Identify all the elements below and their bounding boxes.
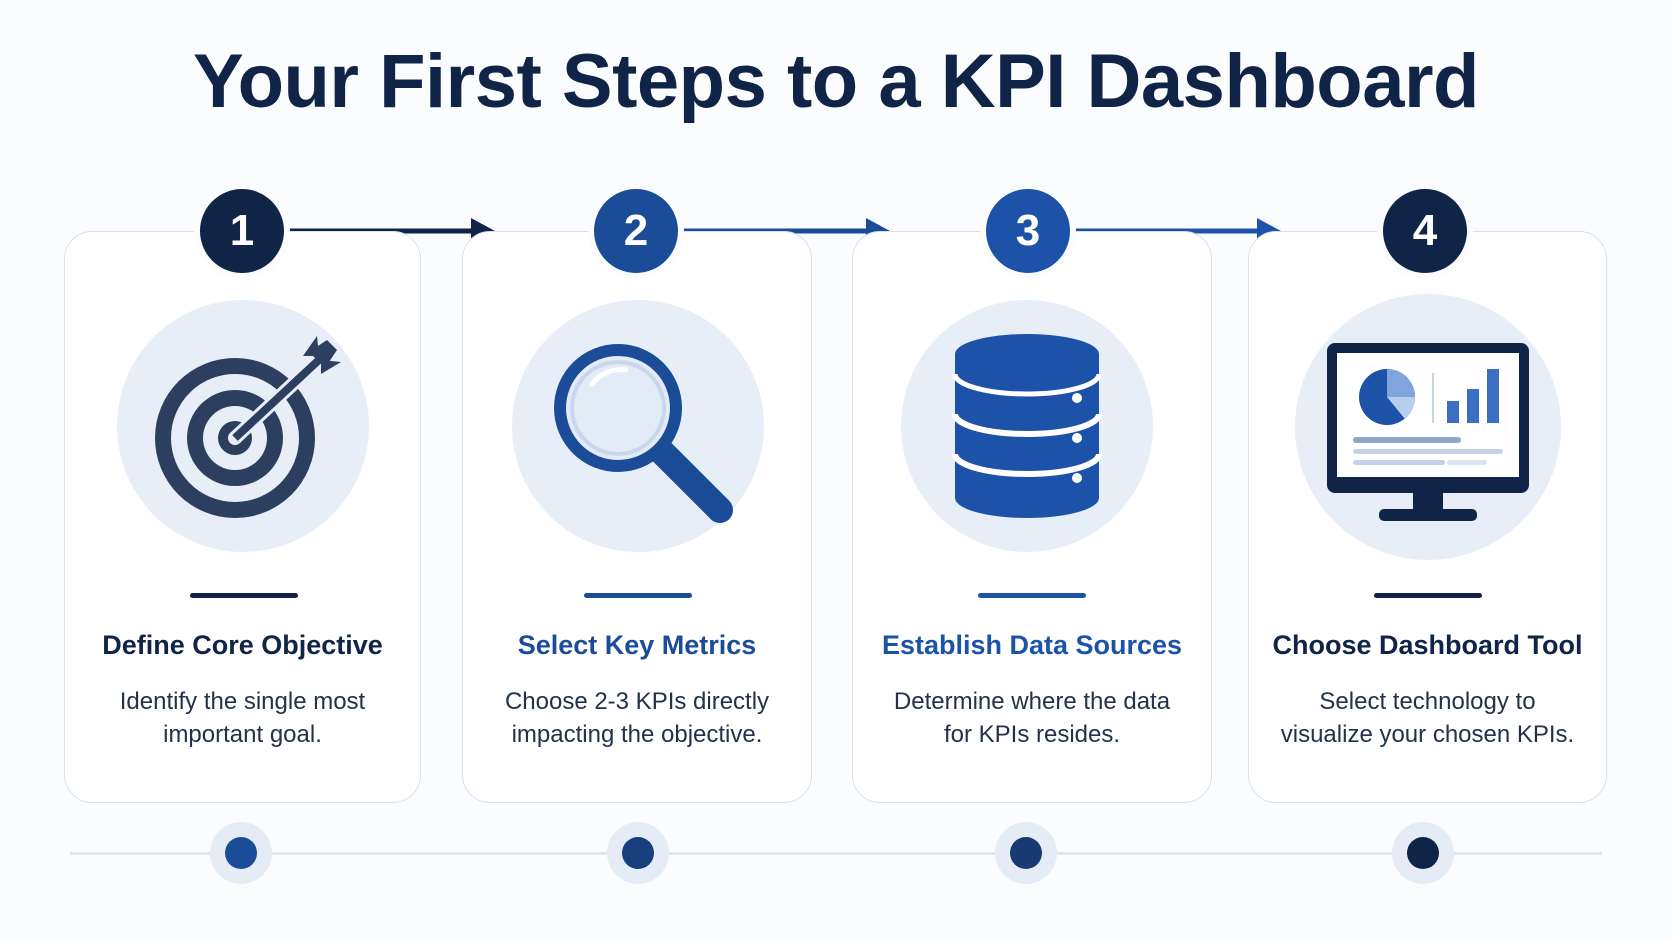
timeline-dot-2 [607, 822, 669, 884]
icon-circle [117, 300, 369, 552]
step-number-1: 1 [194, 183, 290, 279]
step-divider [978, 593, 1086, 598]
monitor-chart-icon [1327, 343, 1529, 521]
icon-circle [512, 300, 764, 552]
step-number-3: 3 [980, 183, 1076, 279]
step-description: Identify the single most important goal. [119, 688, 366, 748]
step-number-4: 4 [1377, 183, 1473, 279]
timeline-line [70, 852, 1602, 855]
database-icon [952, 334, 1102, 518]
step-divider [190, 593, 298, 598]
step-title: Choose Dashboard Tool [1272, 630, 1583, 660]
icon-circle [1295, 294, 1561, 560]
step-title: Establish Data Sources [881, 630, 1183, 660]
step-number-2: 2 [588, 183, 684, 279]
step-divider [1374, 593, 1482, 598]
step-description: Determine where the data for KPIs reside… [893, 688, 1171, 748]
timeline-dot-1 [210, 822, 272, 884]
step-title: Select Key Metrics [517, 630, 757, 660]
step-card-2: Select Key Metrics Choose 2-3 KPIs direc… [462, 231, 812, 803]
magnifier-icon [554, 344, 733, 523]
step-card-4: Choose Dashboard Tool Select technology … [1248, 231, 1607, 803]
step-card-1: Define Core Objective Identify the singl… [64, 231, 421, 803]
icon-circle [901, 300, 1153, 552]
timeline-dot-3 [995, 822, 1057, 884]
step-description: Select technology to visualize your chos… [1280, 688, 1575, 748]
step-description: Choose 2-3 KPIs directly impacting the o… [504, 688, 770, 748]
step-divider [584, 593, 692, 598]
target-icon [155, 336, 341, 518]
timeline-dot-4 [1392, 822, 1454, 884]
step-card-3: Establish Data Sources Determine where t… [852, 231, 1212, 803]
page-title: Your First Steps to a KPI Dashboard [193, 39, 1479, 124]
step-title: Define Core Objective [102, 630, 383, 660]
